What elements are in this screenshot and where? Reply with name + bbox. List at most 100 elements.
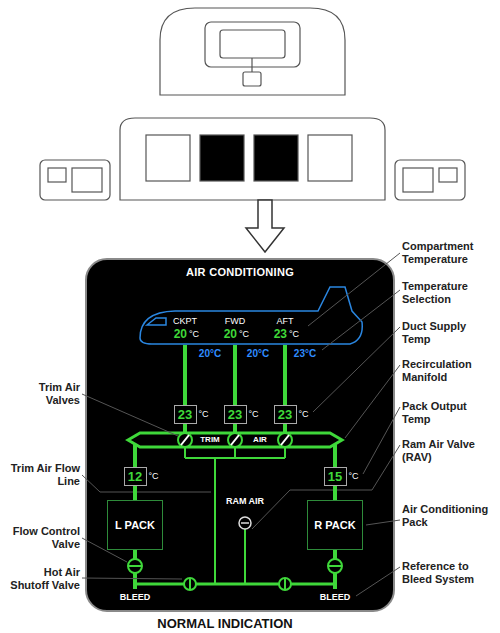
valve-symbol [129, 565, 141, 567]
cockpit-illustration [243, 72, 261, 86]
valve-symbol [181, 435, 189, 445]
valve-symbol [284, 579, 286, 589]
cockpit-illustration [146, 135, 190, 181]
duct-temp-box: 23°C [274, 405, 297, 424]
leader-line [366, 520, 400, 525]
aircraft-outline [147, 318, 166, 325]
trim-air-line [185, 457, 285, 459]
valve-symbol [328, 559, 342, 573]
caption: NORMAL INDICATION [157, 616, 292, 631]
callout-label: Temperature Selection [402, 280, 496, 306]
node-label: L PACK [115, 519, 155, 532]
callout-label: Compartment Temperature [402, 240, 496, 266]
valve-symbol [279, 578, 291, 590]
leader-line [82, 394, 178, 436]
temp-selection: 20°C [199, 348, 221, 360]
temp-selection: 20°C [247, 348, 269, 360]
duct-line [133, 486, 137, 500]
duct-line [283, 345, 287, 405]
aircraft-outline [140, 287, 362, 344]
leader-line [252, 445, 400, 529]
compartment-temp: 20 [174, 327, 187, 341]
unit-label: °C [199, 409, 209, 420]
unit-label: °C [289, 329, 299, 339]
valve-symbol [184, 578, 196, 590]
callout-label: Air Conditioning Pack [402, 503, 496, 529]
cockpit-illustration [120, 118, 385, 200]
cockpit-illustration [403, 168, 433, 192]
cockpit-illustration [439, 168, 457, 182]
leader-line [82, 475, 211, 492]
manifold-label: TRIM [200, 435, 220, 445]
leader-line [82, 253, 400, 596]
unit-label: °C [299, 409, 309, 420]
bleed-label: BLEED [320, 592, 351, 603]
valve-symbol [278, 433, 292, 447]
cockpit-illustration [254, 135, 298, 181]
pack-box: R PACK [307, 500, 363, 550]
leader-line [356, 567, 400, 596]
valve-symbol [128, 559, 142, 573]
valve-symbol [189, 579, 191, 589]
trim-air-line [184, 447, 186, 458]
leader-line [82, 538, 127, 562]
valve-symbol [231, 435, 239, 445]
cockpit-illustration [246, 200, 284, 252]
callout-label: Trim Air Flow Line [4, 462, 80, 488]
leader-line [322, 290, 400, 350]
valve-symbol [239, 517, 251, 529]
node-label: 23 [178, 407, 192, 422]
callout-label: Recirculation Manifold [402, 358, 496, 384]
callout-label: Reference to Bleed System [402, 560, 496, 586]
pack-box: L PACK [107, 500, 163, 550]
duct-line [333, 486, 337, 500]
duct-line [133, 444, 137, 467]
unit-label: °C [249, 409, 259, 420]
recirculation-manifold [128, 433, 342, 447]
unit-label: °C [239, 329, 249, 339]
callout-label: Ram Air Valve (RAV) [402, 438, 496, 464]
trim-air-line [244, 529, 246, 584]
panel-title: AIR CONDITIONING [87, 260, 393, 278]
pack-temp-box: 15°C [324, 467, 347, 486]
valve-symbol [281, 435, 289, 445]
leader-line [313, 327, 400, 412]
compartment-name: CKPT [173, 316, 197, 326]
duct-line [333, 444, 337, 467]
ram-air-valve: RAM AIR [215, 496, 275, 532]
cockpit-illustration [308, 135, 352, 181]
pack-temp-box: 12°C [124, 467, 147, 486]
cockpit-illustration [40, 8, 465, 252]
valve-symbol [178, 433, 192, 447]
recirculation-manifold [128, 433, 342, 447]
cockpit-illustration [160, 8, 345, 95]
callout-label: Flow Control Valve [4, 525, 80, 551]
duct-line [135, 583, 335, 586]
node-label: 12 [128, 469, 142, 484]
valve-symbol [128, 433, 342, 590]
cockpit-illustration [48, 168, 66, 182]
unit-label: °C [189, 329, 199, 339]
compartment-name: FWD [225, 316, 246, 326]
callout-label: Hot Air Shutoff Valve [4, 566, 80, 592]
duct-line [233, 345, 237, 405]
callout-label: Pack Output Temp [402, 400, 496, 426]
trim-air-line [214, 458, 216, 584]
cockpit-illustration [220, 30, 285, 58]
node-label: RAM AIR [215, 496, 275, 507]
valve-symbol [241, 522, 249, 524]
trim-air-line [234, 447, 236, 458]
cockpit-illustration [251, 58, 252, 72]
leader-line [82, 578, 182, 579]
node-label: R PACK [314, 519, 355, 532]
manifold-label: AIR [253, 435, 267, 445]
cockpit-illustration [40, 160, 110, 200]
aircraft-outline [140, 287, 362, 344]
compartment-temp: 20 [224, 327, 237, 341]
compartment-temp: 23 [274, 327, 287, 341]
bleed-label: BLEED [120, 592, 151, 603]
leader-line [345, 365, 400, 438]
compartment-name: AFT [277, 316, 294, 326]
callout-label: Trim Air Valves [4, 381, 80, 407]
temp-selection: 23°C [294, 348, 316, 360]
